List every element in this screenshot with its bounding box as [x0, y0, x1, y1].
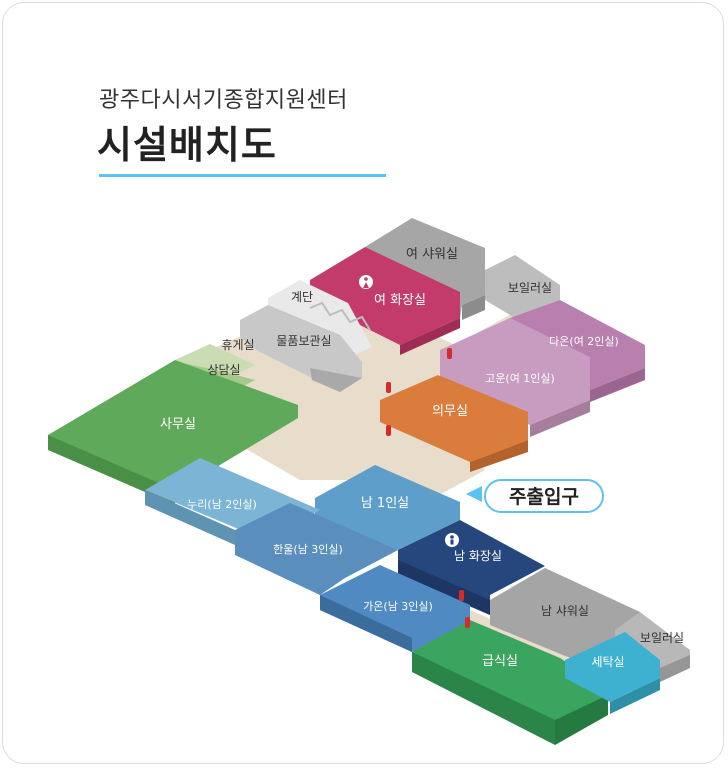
- label-boiler-lower: 보일러실: [640, 631, 684, 645]
- room-laundry-side: [610, 678, 660, 714]
- entrance-label: 주출입구: [509, 486, 579, 508]
- label-women-toilet: 여 화장실: [374, 293, 426, 308]
- label-women-shower: 여 샤워실: [406, 247, 458, 262]
- stairs: [268, 280, 372, 362]
- room-cafeteria[interactable]: [412, 620, 608, 735]
- label-men-single: 남 1인실: [361, 496, 409, 511]
- label-counseling: 상담실: [207, 363, 240, 377]
- room-men-toilet-side: [398, 560, 490, 615]
- room-infirmary-side: [470, 440, 528, 472]
- room-lounge[interactable]: [175, 344, 255, 382]
- room-storage[interactable]: [240, 305, 362, 392]
- room-men-single[interactable]: [315, 465, 460, 550]
- label-gaon: 가온(남 3인실): [363, 600, 433, 613]
- room-office-side: [48, 435, 175, 505]
- label-stairs: 계단: [291, 290, 313, 304]
- room-boiler-lower-side: [660, 655, 690, 682]
- label-cafeteria: 급식실: [482, 654, 518, 669]
- fire-extinguisher-icon: [386, 382, 391, 393]
- label-men-shower: 남 샤워실: [541, 604, 589, 618]
- room-cafeteria-side2: [555, 695, 608, 745]
- title-underline: [99, 174, 386, 177]
- fire-extinguisher-icon: [447, 348, 452, 359]
- label-infirmary: 의무실: [432, 404, 468, 419]
- room-laundry[interactable]: [565, 632, 660, 702]
- room-dion-side: [590, 368, 645, 402]
- room-men-toilet[interactable]: [398, 520, 545, 615]
- label-office: 사무실: [160, 417, 196, 432]
- room-cafeteria-side: [412, 652, 555, 745]
- female-person-icon: [359, 275, 373, 289]
- label-dion: 다온(여 2인실): [549, 335, 619, 348]
- stairs-steps: [309, 301, 371, 331]
- room-hanul[interactable]: [235, 503, 398, 595]
- room-women-toilet[interactable]: [310, 247, 460, 345]
- label-nuri: 누리(남 2인실): [187, 498, 257, 511]
- main-entrance[interactable]: 주출입구: [466, 479, 604, 513]
- room-storage-side: [310, 368, 362, 392]
- label-laundry: 세탁실: [591, 655, 624, 669]
- label-lounge: 휴게실: [221, 338, 254, 352]
- room-boiler-upper[interactable]: [485, 255, 560, 318]
- label-goun: 고운(여 1인실): [485, 372, 555, 385]
- room-office[interactable]: [48, 360, 298, 492]
- room-nuri-side: [145, 490, 235, 545]
- fire-extinguisher-icon: [459, 590, 464, 601]
- label-storage: 물품보관실: [276, 334, 331, 348]
- page-title: 시설배치도: [97, 123, 277, 167]
- room-men-shower[interactable]: [490, 568, 640, 660]
- label-boiler-upper: 보일러실: [508, 281, 552, 295]
- room-dion[interactable]: [505, 300, 645, 390]
- room-infirmary[interactable]: [380, 375, 528, 462]
- room-women-shower-side: [462, 295, 485, 320]
- room-boiler-lower[interactable]: [615, 612, 690, 680]
- room-women-toilet-side: [400, 318, 460, 355]
- corridor-floor: [140, 302, 520, 500]
- fire-extinguisher-icon: [465, 617, 470, 628]
- room-goun-side: [530, 400, 590, 437]
- room-gaon[interactable]: [320, 565, 470, 652]
- label-men-toilet: 남 화장실: [454, 549, 502, 563]
- label-hanul: 한울(남 3인실): [273, 543, 343, 556]
- fire-extinguisher-icon: [386, 425, 391, 436]
- center-name: 광주다시서기종합지원센터: [99, 88, 348, 113]
- male-person-icon: [445, 533, 459, 547]
- room-gaon-side: [320, 595, 412, 652]
